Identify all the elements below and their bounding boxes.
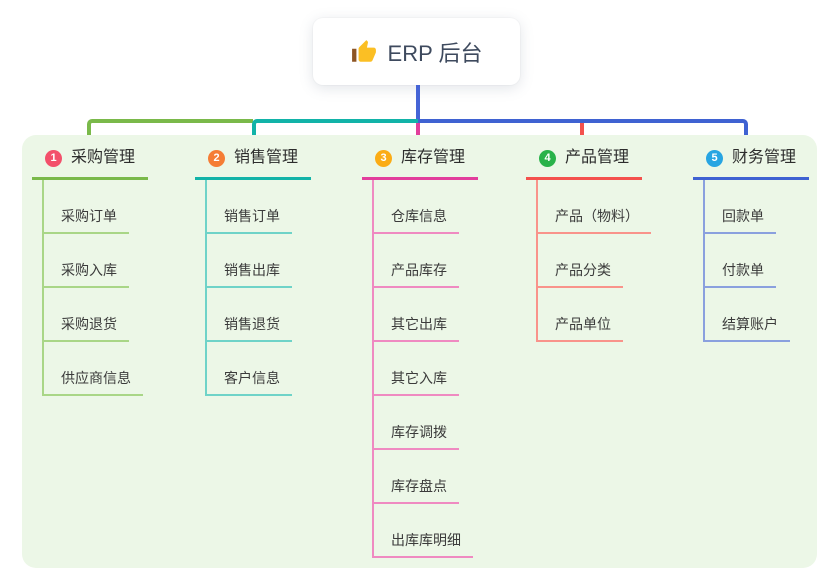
child-node[interactable]: 产品库存 (374, 234, 459, 288)
branch-purchase: 1 采购管理 采购订单 采购入库 采购退货 供应商信息 (32, 135, 148, 396)
branch-children: 销售订单 销售出库 销售退货 客户信息 (205, 180, 311, 396)
child-node[interactable]: 产品（物料） (538, 180, 651, 234)
branch-label: 库存管理 (401, 149, 466, 166)
branch-label: 产品管理 (565, 149, 630, 166)
root-label: ERP 后台 (387, 40, 483, 66)
branch-number-badge: 3 (375, 149, 392, 167)
child-node[interactable]: 产品单位 (538, 288, 623, 342)
branches-panel (22, 135, 817, 568)
branch-sales: 2 销售管理 销售订单 销售出库 销售退货 客户信息 (195, 135, 311, 396)
branch-inventory: 3 库存管理 仓库信息 产品库存 其它出库 其它入库 库存调拨 库存盘点 出库库… (362, 135, 478, 558)
branch-children: 回款单 付款单 结算账户 (703, 180, 809, 342)
branch-label: 财务管理 (732, 149, 797, 166)
connector-root-trunk (416, 85, 420, 123)
thumbs-up-icon (351, 39, 377, 65)
branch-children: 产品（物料） 产品分类 产品单位 (536, 180, 651, 342)
child-node[interactable]: 付款单 (705, 234, 776, 288)
branch-finance: 5 财务管理 回款单 付款单 结算账户 (693, 135, 809, 342)
root-node[interactable]: ERP 后台 (313, 18, 520, 85)
branch-header-product[interactable]: 4 产品管理 (526, 135, 642, 180)
branch-number-badge: 5 (706, 149, 723, 167)
connector-branch-5 (418, 119, 748, 147)
branch-header-sales[interactable]: 2 销售管理 (195, 135, 311, 180)
child-node[interactable]: 采购退货 (44, 288, 129, 342)
child-node[interactable]: 库存盘点 (374, 450, 459, 504)
branch-label: 销售管理 (234, 149, 299, 166)
child-node[interactable]: 产品分类 (538, 234, 623, 288)
child-node[interactable]: 销售订单 (207, 180, 292, 234)
branch-children: 采购订单 采购入库 采购退货 供应商信息 (42, 180, 148, 396)
connector-branch-1 (87, 119, 253, 147)
branch-label: 采购管理 (71, 149, 136, 166)
branch-header-inventory[interactable]: 3 库存管理 (362, 135, 478, 180)
connector-branch-2 (252, 119, 418, 147)
branch-header-purchase[interactable]: 1 采购管理 (32, 135, 148, 180)
branch-number-badge: 2 (208, 149, 225, 167)
child-node[interactable]: 库存调拨 (374, 396, 459, 450)
child-node[interactable]: 供应商信息 (44, 342, 143, 396)
branch-header-finance[interactable]: 5 财务管理 (693, 135, 809, 180)
child-node[interactable]: 仓库信息 (374, 180, 459, 234)
child-node[interactable]: 其它出库 (374, 288, 459, 342)
branch-children: 仓库信息 产品库存 其它出库 其它入库 库存调拨 库存盘点 出库库明细 (372, 180, 478, 558)
child-node[interactable]: 采购订单 (44, 180, 129, 234)
child-node[interactable]: 回款单 (705, 180, 776, 234)
child-node[interactable]: 采购入库 (44, 234, 129, 288)
branch-product: 4 产品管理 产品（物料） 产品分类 产品单位 (526, 135, 651, 342)
branch-number-badge: 4 (539, 149, 556, 167)
child-node[interactable]: 销售退货 (207, 288, 292, 342)
child-node[interactable]: 出库库明细 (374, 504, 473, 558)
child-node[interactable]: 客户信息 (207, 342, 292, 396)
branch-number-badge: 1 (45, 149, 62, 167)
child-node[interactable]: 结算账户 (705, 288, 790, 342)
child-node[interactable]: 销售出库 (207, 234, 292, 288)
child-node[interactable]: 其它入库 (374, 342, 459, 396)
